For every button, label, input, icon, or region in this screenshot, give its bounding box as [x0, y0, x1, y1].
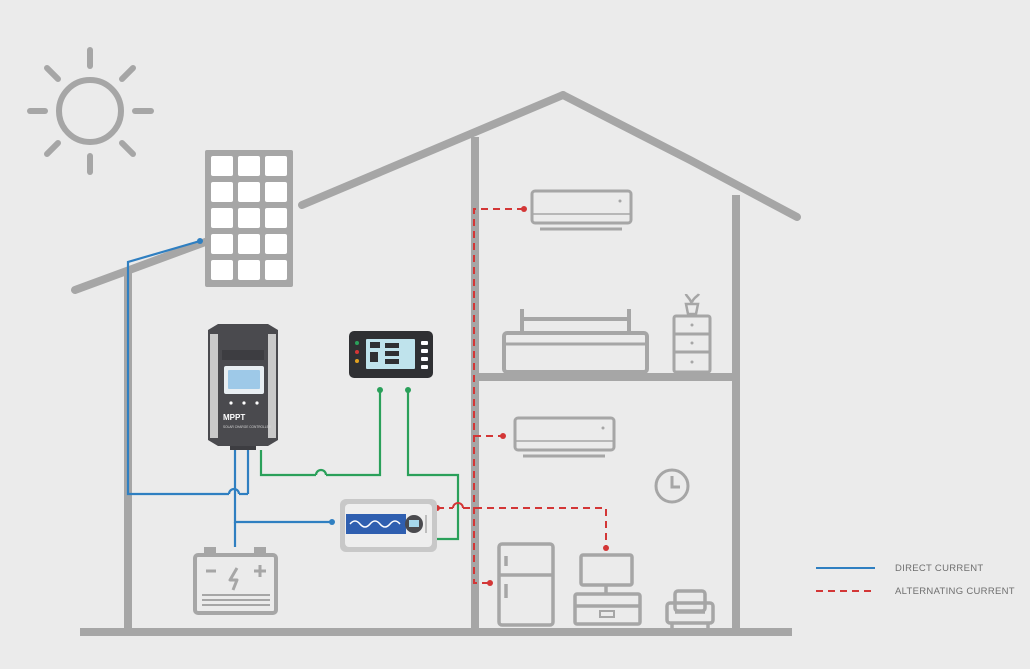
nightstand-icon [672, 314, 712, 374]
inverter-dc-terminal-dot [329, 519, 335, 525]
air-conditioner-icon [530, 189, 633, 231]
meter-terminal-dot-1 [377, 387, 383, 393]
clock-icon [654, 468, 690, 504]
remote-meter-icon [349, 331, 433, 378]
air-conditioner-icon-lower [513, 416, 616, 458]
refrigerator-icon [497, 542, 555, 627]
tv-terminal-dot [603, 545, 609, 551]
sun-icon [27, 47, 154, 175]
charge-controller: MPPT SOLAR CHARGE CONTROLLER [208, 324, 278, 450]
armchair-icon [665, 589, 715, 628]
meter-terminal-dot-2 [405, 387, 411, 393]
controller-subtitle: SOLAR CHARGE CONTROLLER [223, 425, 272, 429]
panel-terminal-dot [197, 238, 203, 244]
bed-icon [502, 309, 649, 374]
legend: DIRECT CURRENT ALTERNATING CURRENT [816, 563, 1015, 597]
tv-icon [573, 553, 642, 626]
dc-wiring [126, 239, 332, 547]
inverter-icon [340, 499, 437, 552]
communication-wiring [259, 390, 460, 541]
controller-model-label: MPPT [223, 413, 245, 422]
house-structure [71, 91, 801, 636]
ac-wiring [437, 208, 607, 584]
solar-panel-icon [205, 150, 293, 287]
ac-upper-terminal-dot [521, 206, 527, 212]
battery-icon [193, 547, 278, 615]
fridge-terminal-dot [487, 580, 493, 586]
plant-icon [684, 293, 701, 316]
ac-lower-terminal-dot [500, 433, 506, 439]
legend-dc-label: DIRECT CURRENT [895, 563, 983, 574]
legend-ac-label: ALTERNATING CURRENT [895, 586, 1015, 597]
